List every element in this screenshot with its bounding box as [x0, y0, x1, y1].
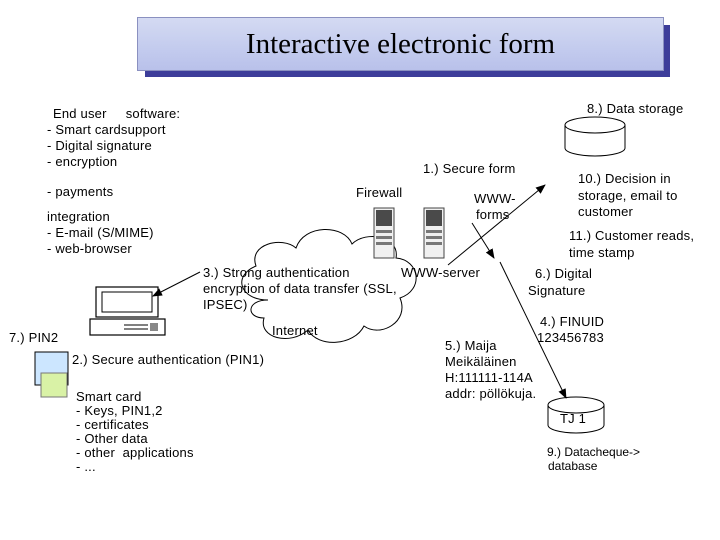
strong-auth-label: encryption of data transfer (SSL, [203, 281, 397, 296]
internet-cloud-icon [241, 229, 417, 343]
data-storage-label: 8.) Data storage [587, 101, 684, 116]
end-user-item: - web-browser [47, 241, 132, 256]
database-icon [547, 396, 605, 434]
secure-form-label: 1.) Secure form [423, 161, 516, 176]
strong-auth-label: 3.) Strong authentication [203, 265, 350, 280]
arrow-to-computer [152, 271, 201, 297]
secure-auth-label: 2.) Secure authentication (PIN1) [72, 352, 265, 367]
end-user-item: - E-mail (S/MIME) [47, 225, 154, 240]
www-server-label: WWW-server [401, 265, 481, 280]
smart-card-icon [34, 351, 69, 398]
data-storage-icon [564, 116, 626, 157]
decision-label: storage, email to [578, 188, 678, 203]
smart-card-item: - ... [76, 459, 96, 474]
datacheque-label: database [548, 459, 598, 473]
smart-card-item: - other applications [76, 445, 194, 460]
arrow-to-database [499, 261, 567, 399]
www-forms-label: forms [476, 207, 510, 222]
pin2-label: 7.) PIN2 [9, 330, 59, 345]
internet-label: Internet [272, 323, 318, 338]
computer-icon [89, 286, 166, 336]
database-label: TJ 1 [560, 411, 587, 426]
finuid-label: 123456783 [537, 330, 604, 345]
user-info-label: 5.) Maija [445, 338, 497, 353]
arrow-to-www-server [447, 184, 546, 266]
customer-reads-label: 11.) Customer reads, [569, 228, 695, 243]
smart-card-heading: Smart card [76, 389, 142, 404]
page-title: Interactive electronic form [245, 27, 556, 60]
finuid-label: 4.) FINUID [540, 314, 605, 329]
decision-label: 10.) Decision in [578, 171, 671, 186]
www-server-icon [423, 207, 445, 259]
digital-signature-label: Signature [528, 283, 586, 298]
www-forms-label: WWW- [474, 191, 516, 206]
strong-auth-label: IPSEC) [203, 297, 248, 312]
end-user-heading: End user software: [53, 106, 181, 121]
datacheque-label: 9.) Datacheque-> [547, 445, 641, 459]
smart-card-item: - Other data [76, 431, 148, 446]
firewall-label: Firewall [356, 185, 403, 200]
customer-reads-label: time stamp [569, 245, 635, 260]
decision-label: customer [578, 204, 634, 219]
end-user-item: - Digital signature [47, 138, 152, 153]
arrow-form-down [471, 222, 495, 259]
smart-card-item: - Keys, PIN1,2 [76, 403, 163, 418]
user-info-label: addr: pöllökuja. [445, 386, 537, 401]
end-user-item: - payments [47, 184, 114, 199]
end-user-item: - Smart cardsupport [47, 122, 166, 137]
user-info-label: H:111111-114A [445, 370, 533, 385]
smart-card-item: - certificates [76, 417, 149, 432]
user-info-label: Meikäläinen [445, 354, 517, 369]
digital-signature-label: 6.) Digital [535, 266, 593, 281]
firewall-server-icon [373, 207, 395, 259]
end-user-item: - encryption [47, 154, 118, 169]
title-banner: Interactive electronic form [137, 17, 664, 71]
end-user-item: integration [47, 209, 110, 224]
